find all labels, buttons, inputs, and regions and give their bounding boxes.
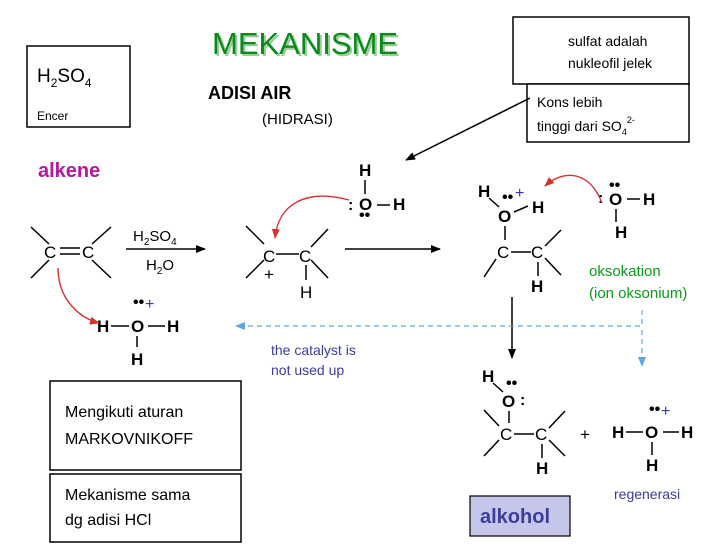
svg-text:O: O xyxy=(645,423,658,442)
note-sulfat-line1: sulfat adalah xyxy=(568,33,647,49)
reagent-formula: H2SO4 xyxy=(37,66,92,90)
svg-text:H: H xyxy=(612,423,624,442)
note-pointer-arrow xyxy=(405,97,531,161)
svg-text:+: + xyxy=(145,296,154,313)
alkene-label: alkene xyxy=(38,160,100,182)
svg-text:C: C xyxy=(500,425,512,444)
reagent-note: Encer xyxy=(37,109,68,123)
rule-box-markovnikoff xyxy=(49,380,242,471)
subtitle: ADISI AIR xyxy=(208,83,291,103)
svg-text:H: H xyxy=(393,195,405,214)
hydronium-right: •• + H O H H xyxy=(612,401,693,475)
rule-hcl-line2: dg adisi HCl xyxy=(65,512,151,529)
reagent-bottom: H2O xyxy=(146,257,174,277)
red-arrow-protonation xyxy=(57,267,100,325)
rule-markov-line2: MARKOVNIKOFF xyxy=(65,431,193,448)
hydronium-left: •• + H O H H xyxy=(97,294,179,369)
alkohol-badge xyxy=(469,495,571,537)
reagent-box xyxy=(26,45,131,128)
svg-text:O: O xyxy=(609,190,622,209)
svg-text:+: + xyxy=(661,403,670,420)
reagent-top: H2SO4 xyxy=(133,228,177,248)
svg-text:C: C xyxy=(44,243,56,262)
oxonium-structure: H •• + O H C C H xyxy=(478,182,562,296)
title-shadow: MEKANISME xyxy=(214,28,400,63)
svg-text:H: H xyxy=(482,367,494,386)
svg-text:+: + xyxy=(515,185,524,202)
svg-text:••: •• xyxy=(359,207,371,224)
water-molecule-right: •• : O H H xyxy=(598,177,655,242)
catalyst-regeneration-path xyxy=(235,310,643,330)
svg-text:C: C xyxy=(497,243,509,262)
alkene-structure: C C xyxy=(30,226,112,279)
oksokation-label: oksokation xyxy=(589,263,661,280)
svg-text:C: C xyxy=(299,247,311,266)
svg-text:••: •• xyxy=(506,375,518,392)
svg-text:••: •• xyxy=(609,177,621,194)
svg-text:H: H xyxy=(97,317,109,336)
svg-text:H: H xyxy=(615,223,627,242)
svg-text::: : xyxy=(348,197,353,214)
svg-text:C: C xyxy=(531,243,543,262)
svg-text:C: C xyxy=(82,243,94,262)
svg-text:O: O xyxy=(359,195,372,214)
oksonium-label: (ion oksonium) xyxy=(589,285,687,302)
svg-text:••: •• xyxy=(502,189,514,206)
note-box-kons xyxy=(526,83,690,143)
title: MEKANISME xyxy=(212,26,398,61)
svg-text:H: H xyxy=(532,198,544,217)
regenerasi-label: regenerasi xyxy=(614,486,680,502)
svg-text:H: H xyxy=(300,283,312,302)
svg-text:H: H xyxy=(359,161,371,180)
svg-text:••: •• xyxy=(649,401,661,418)
plus-sign: + xyxy=(580,425,590,444)
svg-text:O: O xyxy=(502,392,515,411)
svg-text:H: H xyxy=(536,459,548,478)
svg-text:O: O xyxy=(131,317,144,336)
svg-text:C: C xyxy=(263,247,275,266)
svg-text:H: H xyxy=(531,277,543,296)
alkohol-label: alkohol xyxy=(480,506,550,528)
catalyst-note-line1: the catalyst is xyxy=(271,342,356,358)
carbocation-structure: C + C H xyxy=(245,225,329,302)
svg-text:H: H xyxy=(131,350,143,369)
catalyst-note-line2: not used up xyxy=(271,362,344,378)
water-molecule: H : O •• H xyxy=(348,161,405,224)
note-kons-line1: Kons lebih xyxy=(537,94,602,110)
alcohol-structure: H •• O : C C H xyxy=(482,367,566,478)
svg-text:H: H xyxy=(478,182,490,201)
svg-text:••: •• xyxy=(133,294,145,311)
rule-box-hcl xyxy=(49,473,242,543)
svg-text:H: H xyxy=(646,456,658,475)
subtitle-paren: (HIDRASI) xyxy=(262,111,333,128)
svg-text:H: H xyxy=(167,317,179,336)
svg-text::: : xyxy=(520,392,525,409)
svg-text:H: H xyxy=(681,423,693,442)
svg-text:O: O xyxy=(498,207,511,226)
note-box-sulfat xyxy=(512,16,690,85)
rule-hcl-line1: Mekanisme sama xyxy=(65,487,190,504)
red-arrow-attack xyxy=(271,195,350,239)
note-kons-line2: tinggi dari SO42- xyxy=(537,115,635,137)
rule-markov-line1: Mengikuti aturan xyxy=(65,404,183,421)
note-sulfat-line2: nukleofil jelek xyxy=(568,55,653,71)
red-arrow-deprotonation xyxy=(544,174,603,204)
svg-text:C: C xyxy=(535,425,547,444)
svg-text:H: H xyxy=(643,190,655,209)
svg-text:+: + xyxy=(264,265,274,284)
